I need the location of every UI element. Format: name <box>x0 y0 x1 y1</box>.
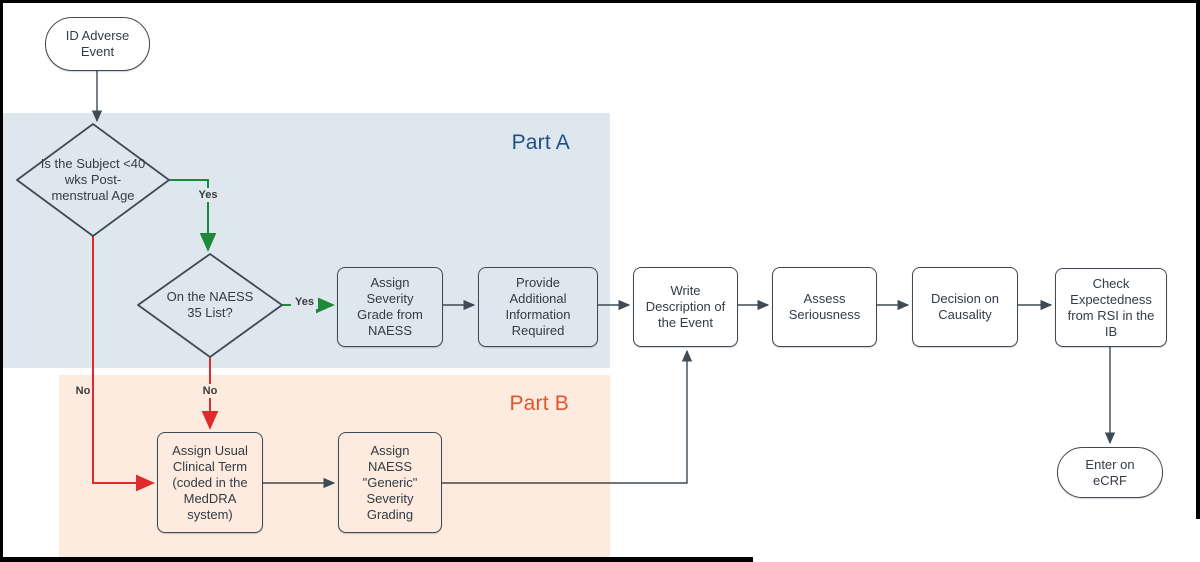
node-assign-severity-label: Assign Severity Grade from NAESS <box>357 275 423 338</box>
part-b-label: Part B <box>509 392 569 415</box>
decision-pma-diamond <box>16 123 170 237</box>
node-start-label: ID Adverse Event <box>65 28 130 59</box>
node-start: ID Adverse Event <box>45 17 150 71</box>
node-enter-ecrf: Enter on eCRF <box>1057 447 1163 498</box>
edge-label-no-pma: No <box>75 385 91 397</box>
node-assign-clinical-term: Assign Usual Clinical Term (coded in the… <box>157 432 263 533</box>
part-b-region <box>59 375 610 560</box>
node-check-expectedness-label: Check Expectedness from RSI in the IB <box>1067 275 1155 339</box>
node-assign-clinical-term-label: Assign Usual Clinical Term (coded in the… <box>172 442 248 522</box>
decision-naess-label: On the NAESS 35 List? <box>166 289 254 320</box>
edge-label-yes-naess: Yes <box>291 295 318 309</box>
frame-border-left <box>0 0 3 562</box>
node-assess-seriousness-label: Assess Seriousness <box>788 291 861 322</box>
part-a-label: Part A <box>511 131 570 154</box>
node-assign-generic-label: Assign NAESS "Generic" Severity Grading <box>362 442 418 522</box>
node-assign-severity: Assign Severity Grade from NAESS <box>337 267 443 347</box>
node-provide-info: Provide Additional Information Required <box>478 267 598 347</box>
edge-label-yes-pma: Yes <box>195 188 221 202</box>
edge-generic-to-description <box>442 349 693 484</box>
edge-label-no-naess: No <box>199 384 221 398</box>
node-assign-generic: Assign NAESS "Generic" Severity Grading <box>338 432 442 533</box>
node-decision-causality: Decision on Causality <box>912 267 1018 347</box>
node-enter-ecrf-label: Enter on eCRF <box>1085 456 1135 488</box>
frame-border-right <box>1196 0 1200 519</box>
decision-naess-diamond <box>137 253 283 358</box>
node-decision-causality-label: Decision on Causality <box>931 291 999 322</box>
frame-border-bottom <box>0 557 753 562</box>
frame-border-top <box>0 0 1200 3</box>
node-check-expectedness: Check Expectedness from RSI in the IB <box>1055 268 1167 347</box>
edge-pma-no <box>92 236 155 492</box>
node-assess-seriousness: Assess Seriousness <box>772 267 877 347</box>
node-write-description: Write Description of the Event <box>633 267 738 347</box>
node-write-description-label: Write Description of the Event <box>645 283 726 330</box>
edge-pma-yes <box>169 179 217 252</box>
decision-pma-label: Is the Subject <40 wks Post-menstrual Ag… <box>40 156 146 203</box>
node-provide-info-label: Provide Additional Information Required <box>505 275 571 338</box>
